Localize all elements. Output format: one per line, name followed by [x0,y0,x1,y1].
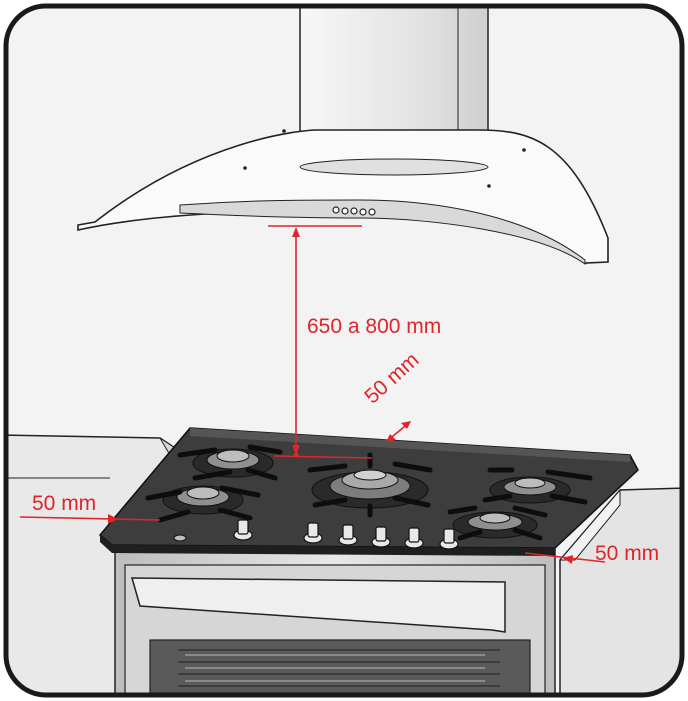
oven-body [114,544,556,695]
range-hood [77,129,609,265]
dimension-lines [19,225,606,564]
left-clearance-line [19,516,161,521]
right-cabinet [558,487,682,695]
control-knobs [173,519,459,550]
burner-front-left [162,485,244,515]
hood-height-label: 650 a 800 mm [307,315,442,338]
diagram-frame [3,3,685,698]
hood-control-buttons [332,206,376,216]
arrowhead-down [292,445,300,455]
pan-supports [145,444,593,541]
cooktop [98,427,639,556]
right-clearance-label: 50 mm [595,542,660,565]
oven-door-handle [131,577,506,633]
arrowhead-up [292,227,300,237]
oven-window [149,639,531,695]
left-clearance-label: 50 mm [32,492,97,515]
hob-reference-line [273,455,373,459]
